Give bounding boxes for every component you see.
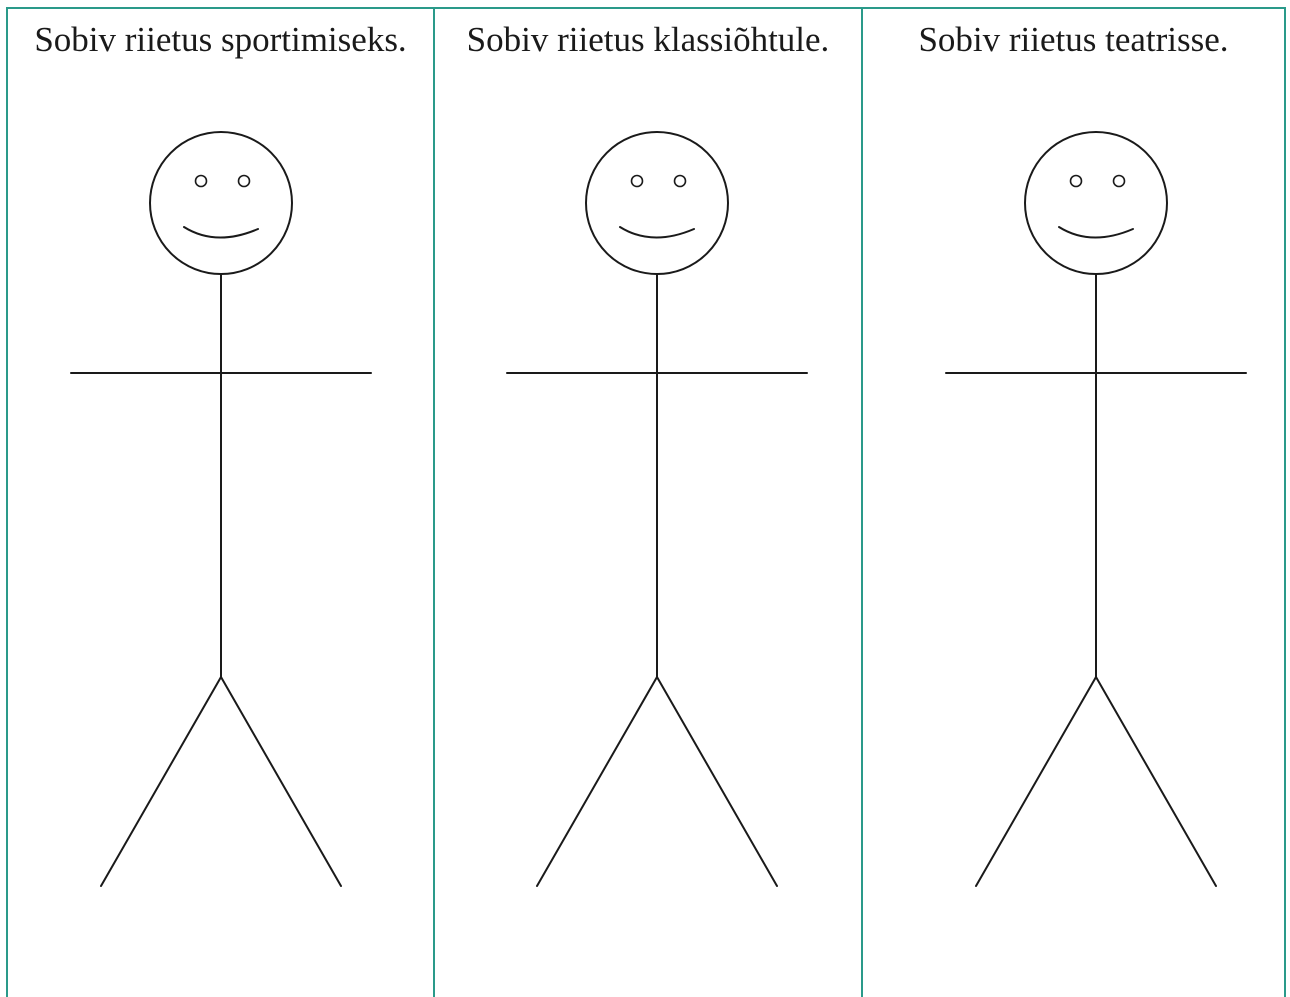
stick-figure-drawing xyxy=(70,131,372,887)
figure-left-eye xyxy=(630,174,644,188)
figure-head xyxy=(1024,131,1168,275)
stick-figure xyxy=(505,119,815,894)
stick-figure-drawing xyxy=(945,131,1247,887)
figure-left-eye xyxy=(194,174,208,188)
figure-left-leg xyxy=(100,676,222,887)
figure-right-eye xyxy=(1112,174,1126,188)
figure-right-leg xyxy=(656,676,778,887)
figure-left-leg xyxy=(536,676,658,887)
figure-smile xyxy=(183,226,259,239)
stick-figure-drawing xyxy=(506,131,808,887)
figure-smile xyxy=(619,226,695,239)
stick-figure xyxy=(66,119,376,894)
panel-caption: Sobiv riietus sportimiseks. xyxy=(34,20,407,59)
figure-head xyxy=(149,131,293,275)
stick-figure xyxy=(943,119,1253,894)
figure-smile xyxy=(1058,226,1134,239)
panel-sports: Sobiv riietus sportimiseks. xyxy=(8,9,433,987)
figure-right-leg xyxy=(1095,676,1217,887)
column-divider xyxy=(433,7,435,997)
panel-caption: Sobiv riietus teatrisse. xyxy=(918,20,1229,59)
column-divider xyxy=(861,7,863,997)
figure-right-leg xyxy=(220,676,342,887)
figure-left-eye xyxy=(1069,174,1083,188)
panel-caption: Sobiv riietus klassiõhtule. xyxy=(466,20,830,59)
panel-class-party: Sobiv riietus klassiõhtule. xyxy=(435,9,861,987)
figure-left-leg xyxy=(975,676,1097,887)
worksheet-frame xyxy=(6,7,1286,997)
figure-right-eye xyxy=(673,174,687,188)
figure-right-eye xyxy=(237,174,251,188)
panel-theatre: Sobiv riietus teatrisse. xyxy=(863,9,1284,987)
figure-head xyxy=(585,131,729,275)
